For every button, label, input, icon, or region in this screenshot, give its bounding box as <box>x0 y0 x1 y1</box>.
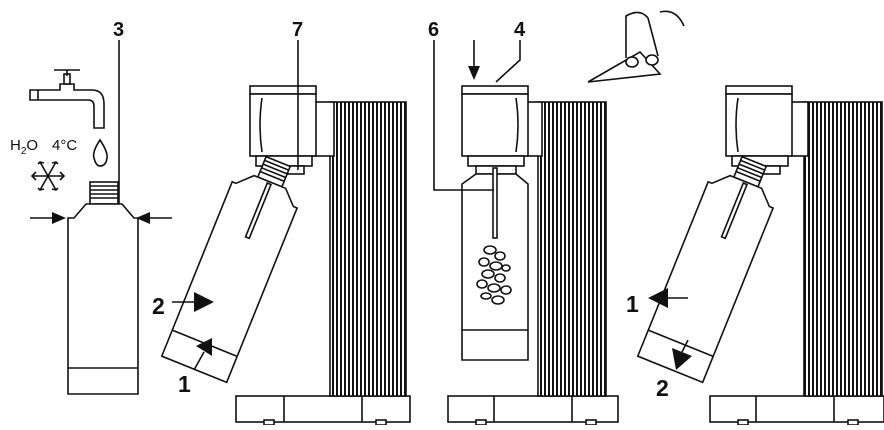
step-label-1-remove: 1 <box>626 291 639 317</box>
machine-base <box>447 395 619 426</box>
machine-head <box>461 85 543 167</box>
step-label-2-remove: 2 <box>656 375 669 401</box>
bottle-tilted <box>160 155 299 384</box>
bottle <box>67 181 139 395</box>
arrow-icon <box>30 212 172 224</box>
bubbles <box>476 245 512 305</box>
water-drop-icon <box>92 138 108 167</box>
machine-head <box>725 85 809 175</box>
panel-fill-bottle: H2O 4°C 3 <box>10 19 172 395</box>
panel-remove-bottle: 1 2 <box>626 85 884 426</box>
machine-head <box>249 85 335 175</box>
sound-icon <box>587 10 685 83</box>
machine-base <box>235 395 411 426</box>
tap-icon <box>29 69 105 129</box>
part-label-7: 7 <box>292 19 303 41</box>
bottle-inserted <box>461 165 529 361</box>
water-formula: H2O <box>10 137 38 157</box>
bottle-tilted <box>636 155 775 384</box>
part-label-3: 3 <box>113 19 124 41</box>
step-label-1: 1 <box>178 371 191 397</box>
temperature-label: 4°C <box>52 137 77 154</box>
part-label-4: 4 <box>514 19 526 41</box>
panel-insert-bottle: 7 2 1 <box>152 19 411 426</box>
step-label-2: 2 <box>152 293 165 319</box>
machine-column <box>803 101 883 397</box>
machine-base <box>709 395 884 426</box>
snowflake-icon <box>30 161 66 191</box>
panel-carbonate: 6 4 <box>428 10 685 426</box>
machine-column <box>537 101 607 397</box>
part-label-6: 6 <box>428 19 439 41</box>
machine-column <box>329 101 407 397</box>
